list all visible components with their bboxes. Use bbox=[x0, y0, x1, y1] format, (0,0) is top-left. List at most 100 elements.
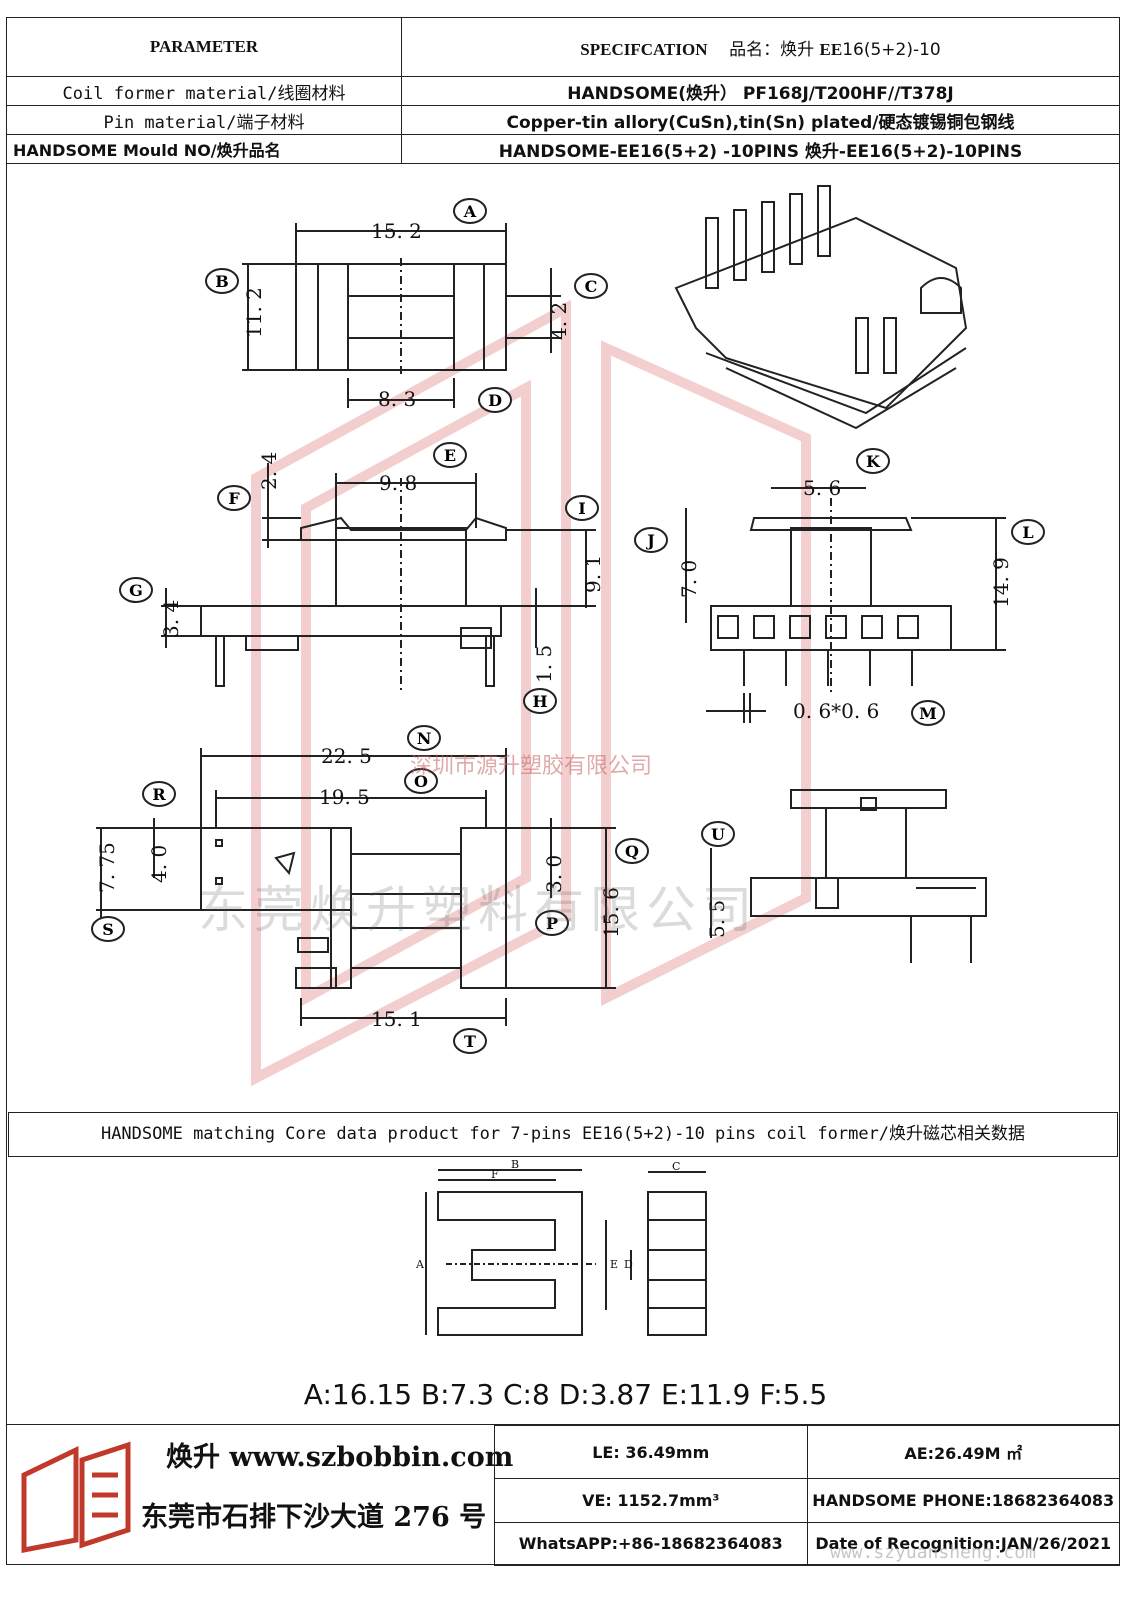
row-label-pin: Pin material/端子材料 bbox=[6, 105, 402, 135]
dim-label-m: M bbox=[911, 700, 945, 726]
dim-label-u: U bbox=[701, 821, 735, 847]
dim-label-n: N bbox=[407, 725, 441, 751]
dim-label-d: D bbox=[478, 387, 512, 413]
name-suffix: 16(5+2)-10 bbox=[842, 39, 941, 60]
parameters-table: LE: 36.49mm AE:26.49M ㎡ VE: 1152.7mm³ HA… bbox=[494, 1424, 1120, 1567]
row-value-coil: HANDSOME(焕升） PF168J/T200HF//T378J bbox=[401, 76, 1120, 106]
dim-label-e: E bbox=[433, 442, 467, 468]
dim-label-g: G bbox=[119, 577, 153, 603]
dim-label-o: O bbox=[404, 768, 438, 794]
dim-E-value: 9. 8 bbox=[379, 471, 417, 495]
svg-text:A: A bbox=[463, 202, 477, 221]
top-view-flange-right bbox=[453, 263, 485, 371]
svg-text:K: K bbox=[866, 452, 881, 471]
whatsapp-value: WhatsAPP:+86-18682364083 bbox=[494, 1521, 808, 1567]
svg-text:R: R bbox=[152, 785, 166, 804]
spec-title: SPECIFCATION bbox=[580, 39, 708, 59]
core-label-C: C bbox=[672, 1160, 680, 1173]
dim-U-value: 5. 5 bbox=[705, 900, 729, 938]
parameter-title: PARAMETER bbox=[6, 17, 402, 77]
core-label-A: A bbox=[415, 1258, 425, 1271]
dim-label-i: I bbox=[565, 495, 599, 521]
dim-label-j: J bbox=[634, 527, 668, 553]
footer: 焕升 www.szbobbin.com 东莞市石排下沙大道 276 号 LE: … bbox=[6, 1424, 1120, 1567]
name-label: 品名：焕升 bbox=[729, 39, 815, 60]
svg-text:U: U bbox=[711, 825, 725, 844]
dim-T-value: 15. 1 bbox=[371, 1007, 422, 1031]
le-value: LE: 36.49mm bbox=[494, 1424, 808, 1480]
matching-core-title: HANDSOME matching Core data product for … bbox=[8, 1112, 1118, 1157]
dim-I-value: 9. 1 bbox=[581, 555, 605, 593]
svg-text:G: G bbox=[129, 581, 143, 600]
iso-view-body bbox=[674, 216, 968, 410]
url-watermark: www.szyuansheng.com bbox=[830, 1542, 1036, 1563]
svg-text:F: F bbox=[228, 489, 240, 508]
core-drawing: B F C A E D bbox=[415, 1160, 707, 1336]
dim-H-value: 1. 5 bbox=[532, 645, 556, 683]
svg-text:P: P bbox=[546, 914, 558, 933]
dim-label-s: S bbox=[91, 916, 125, 942]
svg-text:I: I bbox=[578, 499, 585, 518]
top-view-flange-left bbox=[317, 263, 349, 371]
row-label-coil: Coil former material/线圈材料 bbox=[6, 76, 402, 106]
core-label-E: E bbox=[610, 1258, 618, 1271]
dim-C-value: 4. 2 bbox=[547, 302, 571, 340]
svg-text:N: N bbox=[417, 729, 432, 748]
svg-text:B: B bbox=[215, 272, 229, 291]
name-model: EE bbox=[819, 39, 843, 59]
dim-Q-value: 15. 6 bbox=[599, 887, 623, 938]
dim-label-r: R bbox=[142, 781, 176, 807]
dim-G-value: 3. 4 bbox=[159, 600, 183, 638]
dim-S-value: 7. 75 bbox=[95, 842, 119, 893]
dim-label-k: K bbox=[856, 448, 890, 474]
bottom-view-pin-rail bbox=[460, 827, 507, 989]
svg-text:S: S bbox=[102, 920, 114, 939]
dim-K-value: 5. 6 bbox=[803, 476, 841, 500]
row-value-pin: Copper-tin allory(CuSn),tin(Sn) plated/硬… bbox=[401, 105, 1120, 135]
dim-M-value: 0. 6*0. 6 bbox=[793, 699, 879, 723]
brand-address: 东莞市石排下沙大道 276 号 bbox=[141, 1502, 487, 1533]
dim-R-value: 4. 0 bbox=[147, 845, 171, 883]
dim-O-value: 19. 5 bbox=[319, 785, 370, 809]
dim-N-value: 22. 5 bbox=[321, 744, 372, 768]
dim-label-t: T bbox=[453, 1028, 487, 1054]
e-core-front bbox=[437, 1191, 583, 1336]
technical-drawing: 15. 2 11. 2 4. 2 8. 3 9. 8 2. 4 3. 4 1. … bbox=[91, 185, 1045, 1087]
svg-text:E: E bbox=[444, 446, 456, 465]
dim-A-value: 15. 2 bbox=[371, 219, 422, 243]
e-core-side bbox=[647, 1191, 707, 1336]
core-label-B: B bbox=[511, 1160, 519, 1171]
svg-text:Q: Q bbox=[625, 842, 639, 861]
svg-text:D: D bbox=[488, 391, 502, 410]
date-value: Date of Recognition:JAN/26/2021 bbox=[806, 1521, 1120, 1567]
svg-text:L: L bbox=[1022, 523, 1033, 542]
dim-label-f: F bbox=[217, 485, 251, 511]
row-label-mould: HANDSOME Mould NO/焕升品名 bbox=[6, 134, 402, 164]
dim-D-value: 8. 3 bbox=[378, 387, 416, 411]
front-view-base bbox=[200, 605, 502, 637]
svg-text:J: J bbox=[645, 531, 655, 550]
phone-value: HANDSOME PHONE:18682364083 bbox=[806, 1478, 1120, 1523]
svg-text:M: M bbox=[919, 704, 937, 723]
svg-text:C: C bbox=[585, 277, 598, 296]
dim-label-h: H bbox=[523, 688, 557, 714]
dim-label-b: B bbox=[205, 268, 239, 294]
dim-label-p: P bbox=[535, 910, 569, 936]
dim-L-value: 14. 9 bbox=[989, 557, 1013, 608]
svg-text:O: O bbox=[414, 772, 428, 791]
dim-label-c: C bbox=[574, 273, 608, 299]
dim-label-q: Q bbox=[615, 838, 649, 864]
spec-title-cell: SPECIFCATION 品名：焕升 EE16(5+2)-10 bbox=[401, 17, 1120, 77]
ve-value: VE: 1152.7mm³ bbox=[494, 1478, 808, 1523]
core-data-values: A:16.15 B:7.3 C:8 D:3.87 E:11.9 F:5.5 bbox=[303, 1378, 828, 1411]
dim-label-l: L bbox=[1011, 519, 1045, 545]
ae-value: AE:26.49M ㎡ bbox=[806, 1424, 1120, 1480]
brand-website: 焕升 www.szbobbin.com bbox=[166, 1442, 514, 1473]
dim-label-a: A bbox=[453, 198, 487, 224]
shenzhen-watermark: 深圳市源升塑胶有限公司 bbox=[410, 754, 653, 779]
row-value-mould: HANDSOME-EE16(5+2) -10PINS 焕升-EE16(5+2)-… bbox=[401, 134, 1120, 164]
svg-text:H: H bbox=[532, 692, 547, 711]
dim-F-value: 2. 4 bbox=[257, 452, 281, 490]
core-label-D: D bbox=[624, 1258, 633, 1271]
parameter-table: PARAMETER SPECIFCATION 品名：焕升 EE16(5+2)-1… bbox=[6, 17, 1120, 164]
